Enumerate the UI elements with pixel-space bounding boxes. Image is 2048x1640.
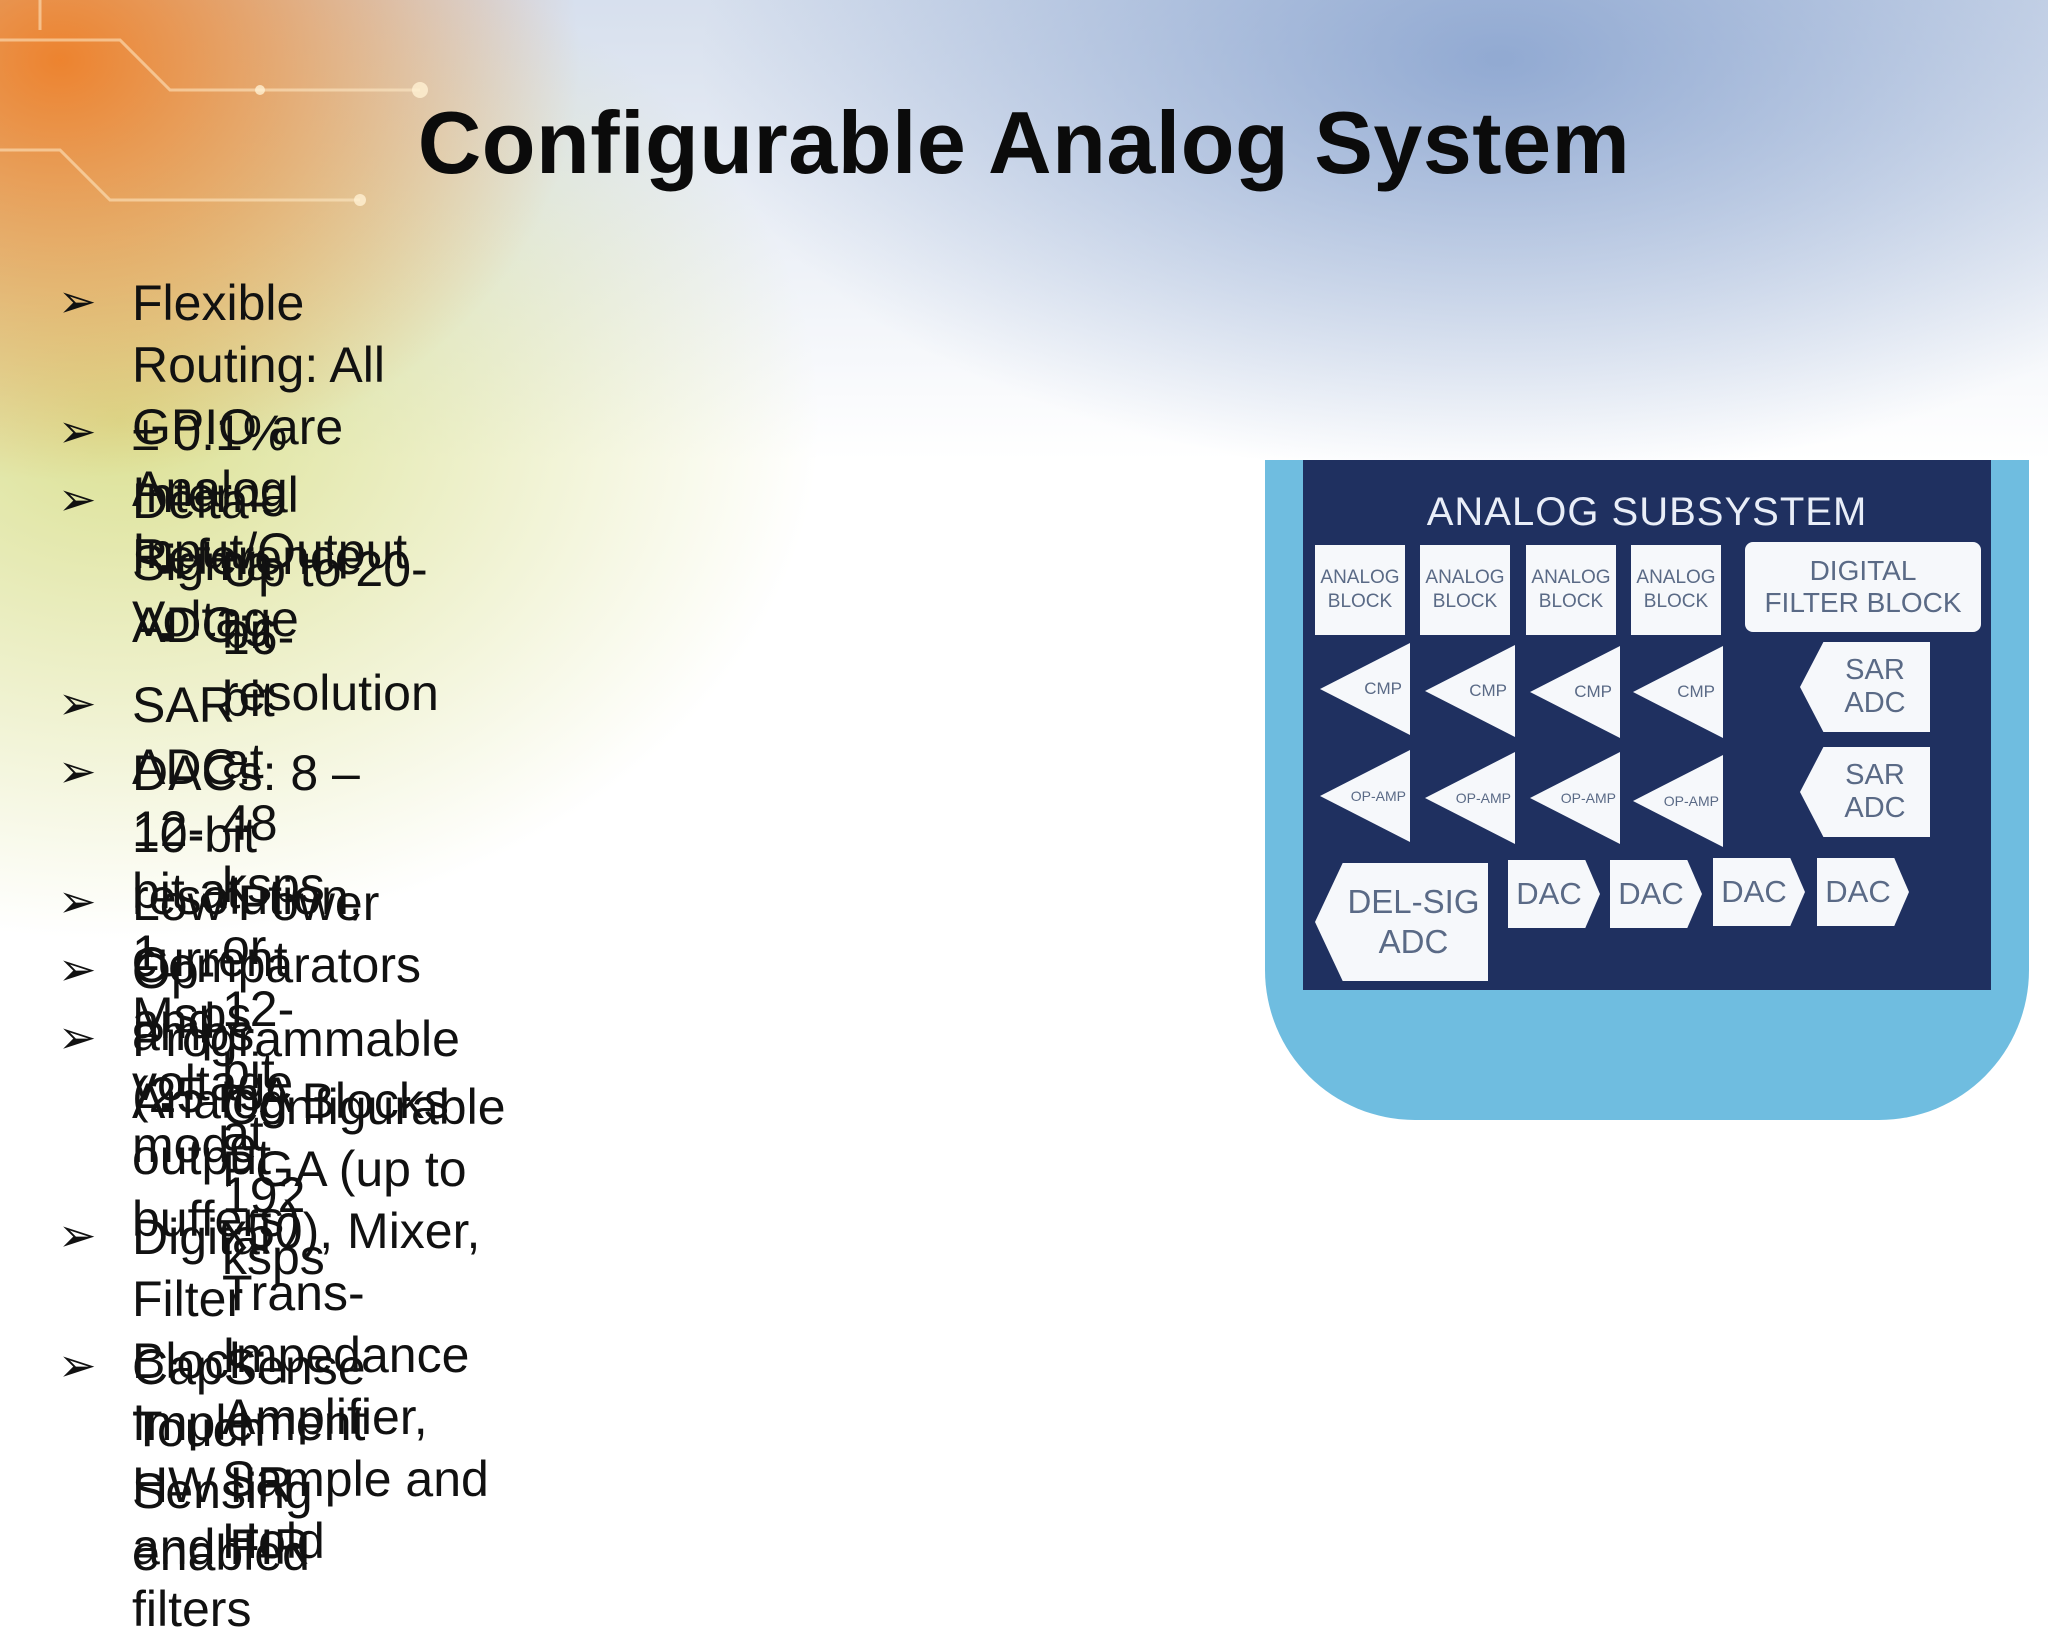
bullet-text-line: Impedance Amplifier, Sample and Hold [222,1327,489,1569]
del-sig-adc: DEL-SIG ADC [1315,863,1488,981]
bullet-item: ➢ DACs: 8 – 10-bit resolution, current an… [58,742,363,1176]
digital-filter-block-label: DIGITAL FILTER BLOCK [1764,555,1962,618]
dac-label: DAC [1516,876,1582,911]
bullet-text-line: Input/Output [132,523,408,579]
analog-block-1: ANALOG BLOCK [1315,545,1405,635]
arrow-bullet-icon: ➢ [58,745,97,797]
bullet-text-line: CapSense Touch Sensing enabled [132,1339,366,1581]
bullet-text-line: Up to 20-bit resolution [222,541,439,721]
circuit-decoration [0,0,428,206]
bullet-text-line: ± 0.1% Internal Reference Voltage [132,405,363,647]
dac-2: DAC [1610,860,1702,928]
bullet-item: ➢ SAR ADC: 12-bit at 1 Msps [58,674,252,1046]
bullet-text-line: Programmable Analog Blocks [132,1011,460,1129]
analog-block-2: ANALOG BLOCK [1420,545,1510,635]
cmp-label: CMP [1574,682,1612,701]
arrow-bullet-icon: ➢ [58,275,97,327]
bullet-text-line: mode [132,1117,258,1173]
slide-title: Configurable Analog System [417,93,1631,192]
dac-label: DAC [1825,874,1891,909]
arrow-bullet-icon: ➢ [58,473,97,525]
op-amp-label: OP-AMP [1663,793,1719,809]
analog-block-4: ANALOG BLOCK [1631,545,1721,635]
sar-adc-2: SAR ADC [1800,747,1930,837]
bullet-item: ▪ Up to 20-bit resolution [160,538,439,724]
bullet-text-line: Low Power Comparators [132,875,421,993]
bullet-text-line: DACs: 8 – 10-bit resolution, current and… [132,745,363,1111]
arrow-bullet-icon: ➢ [58,1011,97,1063]
cmp-label: CMP [1677,682,1715,701]
bullet-text-line: Digital Filter Block: Implement HW IIR a… [132,1209,366,1575]
digital-filter-block: DIGITAL FILTER BLOCK [1745,542,1981,632]
bullet-item: ➢ Op-amps (25 mA output buffers) [58,940,301,1250]
analog-subsystem-diagram: ANALOG SUBSYSTEM ANALOG BLOCK ANALOG BLO… [1265,460,2029,1120]
arrow-bullet-icon: ➢ [58,1339,97,1391]
bullet-item: ▪ 16-bit at 48 ksps or 12-bit at 192 ksps [160,606,325,1288]
bullet-text-line: 16-bit at 48 ksps or 12-bit at 192 ksps [222,609,325,1285]
bullet-item: ➢ Low Power Comparators [58,872,421,996]
dac-3: DAC [1713,858,1805,926]
op-amp-label: OP-AMP [1455,790,1511,806]
op-amp-label: OP-AMP [1560,790,1616,806]
sar-adc-1: SAR ADC [1800,642,1930,732]
analog-block-3: ANALOG BLOCK [1526,545,1616,635]
bullet-text-line: SAR ADC: 12-bit at 1 Msps [132,677,252,1043]
square-bullet-icon: ▪ [160,1088,173,1126]
square-bullet-icon: ▪ [160,618,173,656]
bullet-text-line: Delta-Sigma ADC: [132,473,274,653]
bullet-item: ➢ CapSense Touch Sensing enabled [58,1336,366,1584]
analog-block-label: ANALOG BLOCK [1425,567,1505,612]
diagram-title: ANALOG SUBSYSTEM [1426,490,1868,534]
bullet-text-line: filters [132,1581,252,1637]
sar-adc-label: SAR ADC [1844,654,1906,719]
bullet-item: ➢ ± 0.1% Internal Reference Voltage [58,402,363,650]
cmp-label: CMP [1364,679,1402,698]
cmp-label: CMP [1469,681,1507,700]
bullet-text-line: Configurable PGA (up to x50), Mixer, Tra… [222,1079,506,1321]
arrow-bullet-icon: ➢ [58,1209,97,1261]
op-amp-label: OP-AMP [1350,788,1406,804]
arrow-bullet-icon: ➢ [58,677,97,729]
sar-adc-label: SAR ADC [1844,759,1906,824]
dac-4: DAC [1817,858,1909,926]
dac-label: DAC [1618,876,1684,911]
analog-block-label: ANALOG BLOCK [1636,567,1716,612]
del-sig-adc-label: DEL-SIG ADC [1347,883,1480,960]
analog-block-label: ANALOG BLOCK [1320,567,1400,612]
dac-label: DAC [1721,874,1787,909]
arrow-bullet-icon: ➢ [58,943,97,995]
arrow-bullet-icon: ➢ [58,875,97,927]
analog-block-label: ANALOG BLOCK [1531,567,1611,612]
dac-1: DAC [1508,860,1600,928]
bullet-item: ▪ Configurable PGA (up to x50), Mixer, Tr… [160,1076,506,1572]
bullet-text-line: Op-amps (25 mA output buffers) [132,943,301,1247]
arrow-bullet-icon: ➢ [58,405,97,457]
bullet-item: ➢ Programmable Analog Blocks [58,1008,460,1132]
square-bullet-icon: ▪ [160,550,173,588]
bullet-item: ➢ Delta-Sigma ADC: [58,470,274,656]
bullet-text-line: Flexible Routing: All GPIO are Analog [132,275,385,517]
